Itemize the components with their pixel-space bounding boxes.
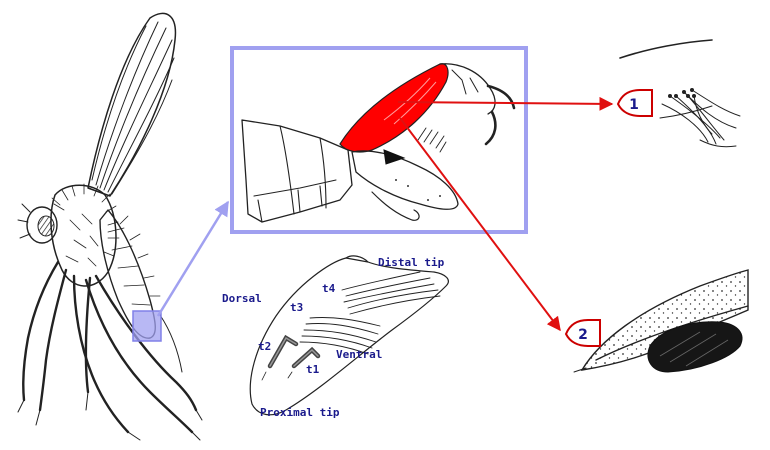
fly-thorax [50, 184, 117, 287]
label-distal-tip: Distal tip [378, 256, 445, 269]
fly-wing [87, 12, 177, 197]
fly-leg [38, 268, 68, 412]
fly-leg [84, 276, 92, 394]
fly-head [26, 206, 58, 244]
label-t4: t4 [322, 282, 336, 295]
fly-leg [84, 278, 194, 434]
fly-illustration [17, 12, 203, 441]
fly-leg [94, 274, 198, 412]
label-t2: t2 [258, 340, 271, 353]
callout-badge-2: 2 [564, 319, 601, 347]
callout-2-number: 2 [578, 327, 588, 343]
label-proximal-tip: Proximal tip [260, 406, 340, 419]
abdomen-segments [241, 119, 353, 223]
callout-badge-1: 1 [616, 89, 653, 117]
gonostylus-outline [249, 257, 449, 416]
arrow-to-callout-1 [397, 96, 614, 111]
fly-eye [37, 215, 55, 237]
fly-leg [22, 260, 60, 402]
highlight-square [132, 310, 162, 342]
label-t1: t1 [306, 363, 320, 376]
detail-1 [619, 39, 741, 148]
zoom-connector-arrow [156, 200, 230, 317]
detail-2 [573, 269, 749, 373]
arrow-to-callout-2 [399, 117, 561, 332]
callout-1-number: 1 [629, 97, 639, 113]
zoom-box [230, 46, 528, 234]
gonostylus-labeled-sketch [249, 255, 449, 416]
black-sclerite [383, 149, 406, 165]
gonostylus [439, 63, 496, 115]
fly-leg [72, 274, 130, 434]
label-dorsal: Dorsal [222, 292, 262, 305]
label-ventral: Ventral [336, 348, 382, 361]
label-t3: t3 [290, 301, 303, 314]
